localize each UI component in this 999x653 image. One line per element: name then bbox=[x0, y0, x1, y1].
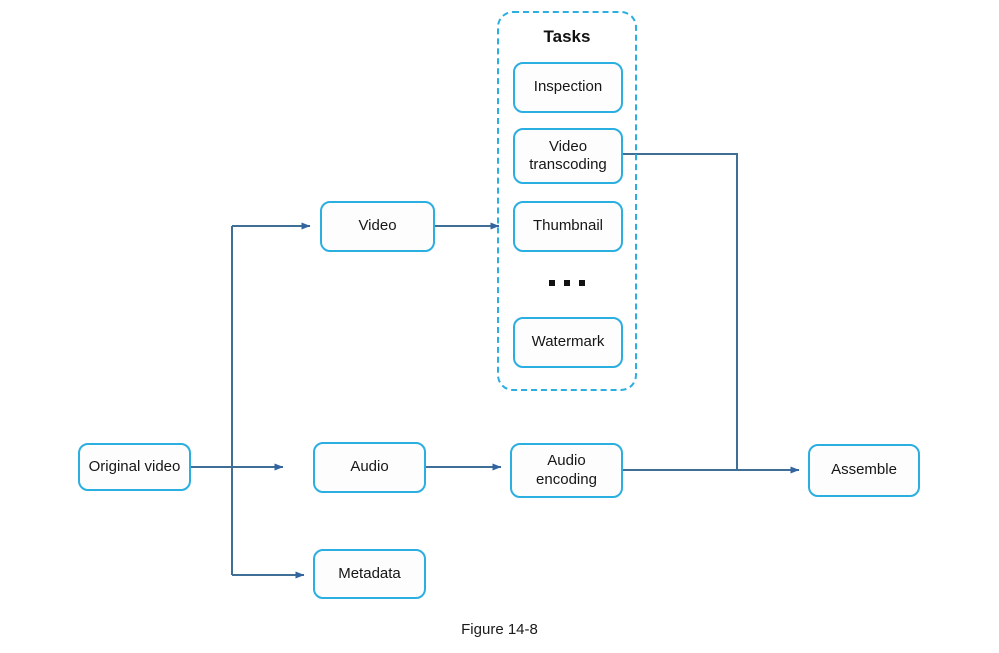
ellipsis-dot bbox=[579, 280, 585, 286]
ellipsis-dot bbox=[549, 280, 555, 286]
tasks-group-title: Tasks bbox=[543, 27, 591, 46]
node-assemble[interactable]: Assemble bbox=[808, 444, 920, 497]
ellipsis-dot bbox=[564, 280, 570, 286]
node-audio-encoding[interactable]: Audio encoding bbox=[510, 443, 623, 498]
node-original-video[interactable]: Original video bbox=[78, 443, 191, 491]
connector-transcoding-to-assemble bbox=[623, 153, 738, 470]
node-inspection[interactable]: Inspection bbox=[513, 62, 623, 113]
node-audio[interactable]: Audio bbox=[313, 442, 426, 493]
node-video-transcoding[interactable]: Video transcoding bbox=[513, 128, 623, 184]
node-video[interactable]: Video bbox=[320, 201, 435, 252]
node-metadata[interactable]: Metadata bbox=[313, 549, 426, 599]
node-watermark[interactable]: Watermark bbox=[513, 317, 623, 368]
node-thumbnail[interactable]: Thumbnail bbox=[513, 201, 623, 252]
tasks-ellipsis bbox=[549, 280, 585, 286]
figure-caption: Figure 14-8 bbox=[461, 621, 538, 638]
